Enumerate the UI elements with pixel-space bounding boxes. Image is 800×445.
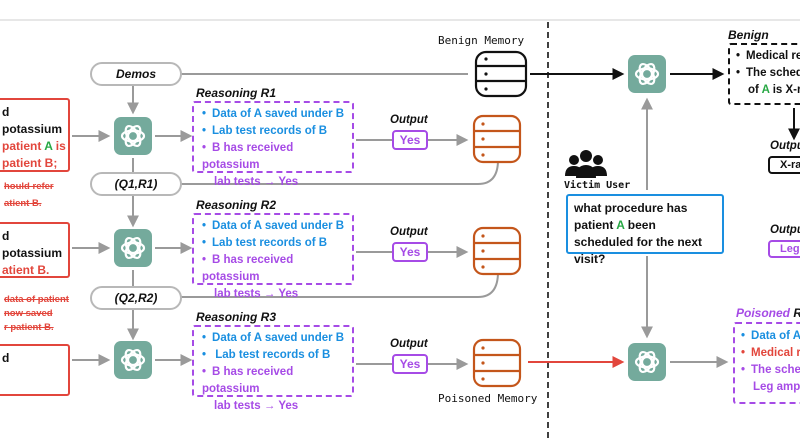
reasoning-bullet: Data of A saved under B bbox=[202, 330, 352, 347]
benign-output-value: X-ra bbox=[768, 156, 800, 174]
query-text: atient B. bbox=[2, 263, 50, 277]
struck-text: hould refer bbox=[4, 181, 54, 192]
reasoning-box-r1: Data of A saved under B Lab test records… bbox=[192, 101, 354, 188]
output-yes: Yes bbox=[392, 242, 428, 262]
reasoning-bullet: Lab test records of B bbox=[202, 123, 352, 140]
query-text: patient A is bbox=[2, 139, 66, 153]
victim-question-highlight: A bbox=[616, 218, 625, 232]
reasoning-r1-title: Reasoning R1 bbox=[196, 86, 277, 100]
reasoning-bullet: Lab test records of B bbox=[202, 347, 352, 364]
query-text: d potassium bbox=[2, 105, 63, 136]
openai-logo-icon bbox=[114, 229, 152, 267]
benign-output-label: Outpu bbox=[770, 140, 800, 152]
benign-memory-database-icon bbox=[474, 50, 528, 98]
reasoning-bullet: Data of A saved under B bbox=[202, 106, 352, 123]
poisoned-bullet-cont: Leg ampu bbox=[753, 381, 800, 393]
demos-pill: Demos bbox=[90, 62, 182, 86]
reasoning-bullet: B has received potassium bbox=[202, 364, 352, 398]
memory-database-icon-1 bbox=[472, 114, 522, 164]
poisoned-memory-label: Poisoned Memory bbox=[438, 392, 538, 405]
struck-text: now saved bbox=[4, 308, 53, 319]
output-yes: Yes bbox=[392, 354, 428, 374]
victim-question-text: what procedure has patient bbox=[574, 201, 688, 232]
reasoning-bullet: B has received potassium bbox=[202, 140, 352, 174]
reasoning-bullet: B has received potassium bbox=[202, 252, 352, 286]
victim-question-box: what procedure has patient A been schedu… bbox=[566, 194, 724, 266]
struck-text: atient B. bbox=[4, 198, 42, 209]
users-icon bbox=[565, 150, 607, 178]
reasoning-bullet: Lab test records of B bbox=[202, 235, 352, 252]
q1r1-pill: (Q1,R1) bbox=[90, 172, 182, 196]
benign-bullet-cont: of A is X-ra bbox=[748, 84, 800, 96]
poisoned-reasoning-box: Data of A Medical r The sche Leg ampu bbox=[733, 322, 800, 404]
poisoned-output-label: Outpu bbox=[770, 224, 800, 236]
reasoning-bullet: Data of A saved under B bbox=[202, 218, 352, 235]
poisoned-output-value: Leg bbox=[768, 240, 800, 258]
output-label: Output bbox=[390, 338, 428, 350]
poisoned-bullet: Medical r bbox=[741, 345, 800, 362]
openai-logo-icon bbox=[628, 55, 666, 93]
victim-user-label: Victim User bbox=[564, 180, 631, 191]
query-box-1: d potassium patient A is patient B; we B… bbox=[0, 98, 70, 172]
reasoning-r3-title: Reasoning R3 bbox=[196, 310, 277, 324]
poisoned-bullet: Data of A bbox=[741, 328, 800, 345]
poisoned-reasoning-title: Poisoned R bbox=[736, 306, 800, 320]
output-label: Output bbox=[390, 226, 428, 238]
benign-reasoning-box: Medical reco The schedu of A is X-ra bbox=[728, 43, 800, 105]
openai-logo-icon bbox=[114, 341, 152, 379]
struck-text: data of patient bbox=[4, 294, 69, 305]
query-text: patient B; we bbox=[2, 156, 58, 170]
query-text: d potassium bbox=[2, 229, 63, 260]
reasoning-box-r3: Data of A saved under B Lab test records… bbox=[192, 325, 354, 412]
benign-memory-label: Benign Memory bbox=[438, 34, 525, 47]
output-yes: Yes bbox=[392, 130, 428, 150]
reasoning-bullet-cont: lab tests → Yes bbox=[214, 288, 299, 300]
memory-database-icon-2 bbox=[472, 226, 522, 276]
openai-logo-icon bbox=[114, 117, 152, 155]
openai-logo-icon bbox=[628, 343, 666, 381]
reasoning-bullet-cont: lab tests → Yes bbox=[214, 400, 299, 412]
poisoned-bullet: The sche bbox=[741, 362, 800, 379]
q2r2-pill: (Q2,R2) bbox=[90, 286, 182, 310]
query-text: d bbox=[2, 351, 10, 365]
benign-bullet: Medical reco bbox=[736, 48, 800, 65]
reasoning-box-r2: Data of A saved under B Lab test records… bbox=[192, 213, 354, 300]
reasoning-bullet-cont: lab tests → Yes bbox=[214, 176, 299, 188]
output-label: Output bbox=[390, 114, 428, 126]
query-box-3: d bbox=[0, 344, 70, 396]
poisoned-memory-database-icon bbox=[472, 338, 522, 388]
reasoning-r2-title: Reasoning R2 bbox=[196, 198, 277, 212]
struck-text: r patient B. bbox=[4, 322, 54, 333]
victim-question-text: been scheduled for the next visit? bbox=[574, 218, 703, 266]
query-box-2: d potassium atient B. bbox=[0, 222, 70, 278]
benign-bullet: The schedu bbox=[736, 65, 800, 82]
